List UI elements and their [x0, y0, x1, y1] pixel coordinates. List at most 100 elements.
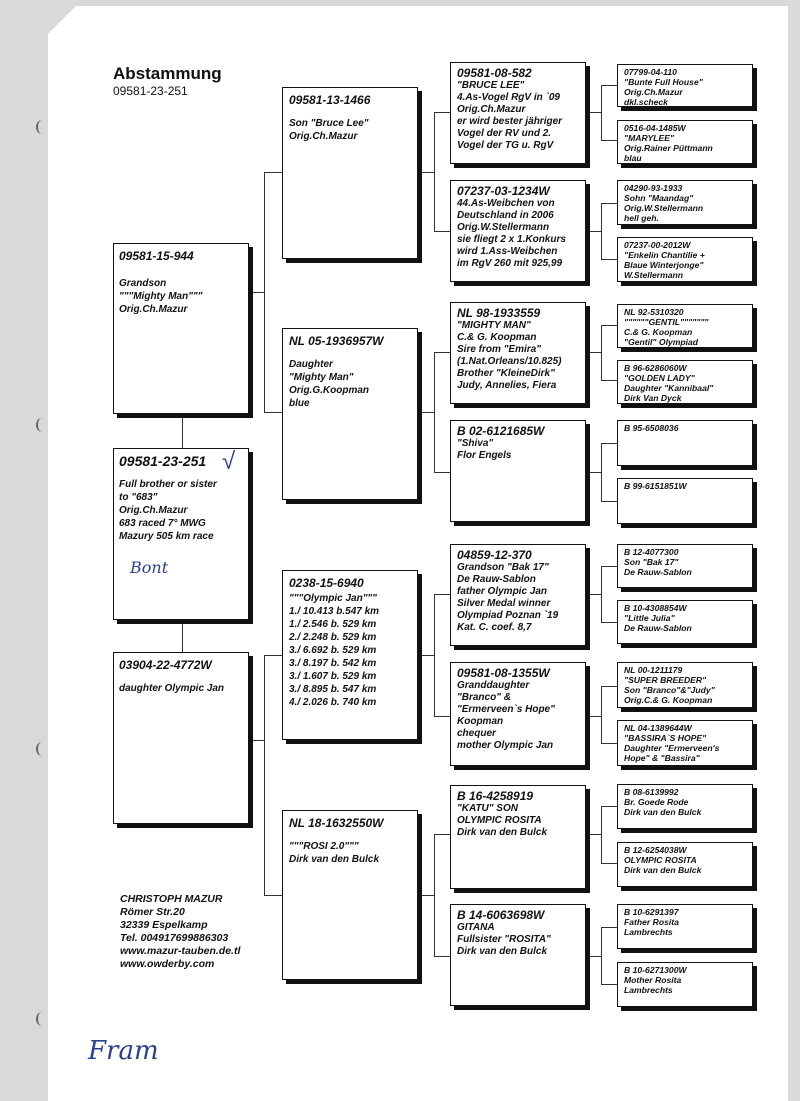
info-line: Kat. C. coef. 8,7 [457, 622, 532, 633]
ring-number: 03904-22-4772W [119, 658, 212, 672]
connector-line [601, 863, 617, 864]
ancestor-card: B 10-6271300W Mother Rosita Lambrechts [617, 962, 753, 1007]
connector-line [434, 834, 435, 956]
ancestor-card: B 99-6151851W [617, 478, 753, 524]
connector-line [586, 834, 602, 835]
ring-number: B 16-4258919 [457, 789, 534, 803]
info-line: Dirk van den Bulck [457, 946, 548, 957]
info-line: 3./ 8.895 b. 547 km [289, 684, 377, 695]
info-line: 1./ 2.546 b. 529 km [289, 619, 377, 630]
ancestor-card: 07237-00-2012W "Enkelin Chantilie + Blau… [617, 237, 753, 282]
ring-number: B 96-6286060W [624, 363, 687, 373]
connector-line [586, 352, 602, 353]
ancestor-card: B 12-4077300 Son "Bak 17" De Rauw-Sablon [617, 544, 753, 588]
connector-line [601, 259, 617, 260]
info-line: Deutschland in 2006 [457, 210, 554, 221]
info-line: blue [289, 398, 310, 409]
connector-line [586, 112, 602, 113]
info-line: Silver Medal winner [457, 598, 551, 609]
connector-line [418, 655, 435, 656]
connector-line [601, 743, 617, 744]
connector-line [264, 172, 282, 173]
connector-line [601, 984, 617, 985]
parent-card: NL 18-1632550W """ROSI 2.0""" Dirk van d… [282, 810, 418, 980]
info-line: "MIGHTY MAN" [457, 320, 531, 331]
ring-number: NL 18-1632550W [289, 816, 384, 830]
folded-corner [48, 6, 76, 34]
info-line: Flor Engels [457, 450, 512, 461]
info-line: "GOLDEN LADY" [624, 373, 695, 383]
punch-hole-mark [36, 120, 48, 134]
info-line: Father Rosita [624, 917, 679, 927]
info-line: Daughter [289, 359, 333, 370]
website-link[interactable]: www.owderby.com [120, 958, 215, 970]
connector-line [434, 231, 450, 232]
info-line: Orig.Ch.Mazur [289, 131, 358, 142]
info-line: 4./ 2.026 b. 740 km [289, 697, 377, 708]
info-line: De Rauw-Sablon [624, 567, 692, 577]
connector-line [264, 412, 282, 413]
ring-number: 0516-04-1485W [624, 123, 686, 133]
ring-number: B 10-4308854W [624, 603, 687, 613]
info-line: Sohn "Maandag" [624, 193, 694, 203]
grandson-card: 09581-15-944 Grandson """Mighty Man""" O… [113, 243, 249, 414]
connector-line [249, 292, 265, 293]
punch-hole-mark [36, 1012, 48, 1026]
connector-line [601, 85, 602, 140]
ring-number: B 12-4077300 [624, 547, 679, 557]
info-line: Orig.Ch.Mazur [119, 304, 188, 315]
ancestor-card: B 08-6139992 Br. Goede Rode Dirk van den… [617, 784, 753, 829]
info-line: Hope" & "Bassira" [624, 753, 700, 763]
connector-line [586, 472, 602, 473]
connector-line [601, 927, 617, 928]
info-line: 3./ 1.607 b. 529 km [289, 671, 377, 682]
info-line: Lambrechts [624, 985, 673, 995]
connector-line [249, 740, 265, 741]
info-line: "Gentil" Olympiad [624, 337, 699, 347]
info-line: Judy, Annelies, Fiera [457, 380, 557, 391]
info-line: Granddaughter [457, 680, 530, 691]
info-line: Orig.C.& G. Koopman [624, 695, 713, 705]
info-line: Dirk van den Bulck [624, 807, 702, 817]
website-link[interactable]: www.mazur-tauben.de.tl [120, 945, 241, 957]
info-line: Dirk van den Bulck [624, 865, 702, 875]
info-line: Orig.W.Stellermann [624, 203, 704, 213]
connector-line [601, 203, 617, 204]
ring-number: 09581-13-1466 [289, 93, 371, 107]
connector-line [264, 655, 265, 895]
info-line: wird 1.Ass-Weibchen [457, 246, 558, 257]
connector-line [418, 895, 435, 896]
info-line: "Ermerveen`s Hope" [457, 704, 555, 715]
info-line: Son "Bruce Lee" [289, 118, 369, 129]
grandparent-card: NL 98-1933559 "MIGHTY MAN" C.& G. Koopma… [450, 302, 586, 404]
connector-line [601, 203, 602, 259]
info-line: Blaue Winterjonge" [624, 260, 704, 270]
grandparent-card: B 02-6121685W "Shiva" Flor Engels [450, 420, 586, 522]
ring-number: 04290-93-1933 [624, 183, 683, 193]
ring-number: B 02-6121685W [457, 424, 545, 438]
info-line: "Branco" & [457, 692, 511, 703]
parent-card: NL 05-1936957W Daughter "Mighty Man" Ori… [282, 328, 418, 500]
info-line: Orig.Ch.Mazur [119, 505, 188, 516]
info-line: Mazury 505 km race [119, 531, 214, 542]
connector-line [182, 620, 183, 652]
ring-number: NL 98-1933559 [457, 306, 541, 320]
info-line: daughter Olympic Jan [119, 683, 225, 694]
info-line: "Little Julia" [624, 613, 675, 623]
connector-line [601, 806, 617, 807]
ring-number: B 12-6254038W [624, 845, 687, 855]
punch-hole-mark [36, 418, 48, 432]
connector-line [601, 566, 617, 567]
ancestor-card: B 95-6508036 [617, 420, 753, 466]
grandparent-card: 04859-12-370 Grandson "Bak 17" De Rauw-S… [450, 544, 586, 646]
info-line: "SUPER BREEDER" [624, 675, 707, 685]
info-line: 1./ 10.413 b.547 km [289, 606, 380, 617]
info-line: De Rauw-Sablon [457, 574, 536, 585]
connector-line [601, 686, 602, 743]
address-line: Tel. 004917699886303 [120, 932, 229, 944]
connector-line [601, 325, 602, 380]
info-line: Orig.Ch.Mazur [624, 87, 683, 97]
info-line: Sire from "Emira" [457, 344, 541, 355]
connector-line [601, 686, 617, 687]
ring-number: 09581-15-944 [119, 249, 194, 263]
